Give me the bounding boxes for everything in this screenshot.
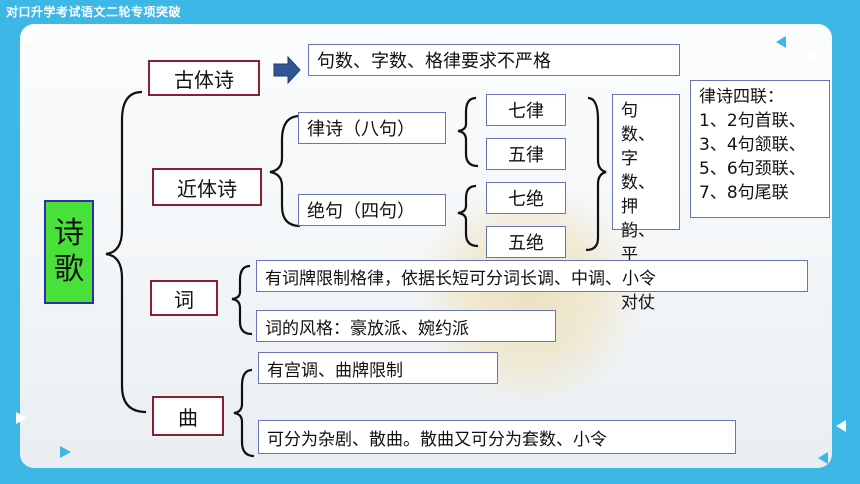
ci-desc1-box: 有词牌限制格律，依据长短可分词长调、中调、小令 [256,260,808,292]
qilv-box: 七律 [486,94,566,126]
ancient-desc-box: 句数、字数、格律要求不严格 [308,44,680,76]
lvshi-box: 律诗（八句） [298,112,446,144]
triangle-decoration-icon [24,30,36,44]
qu-desc1-box: 有宫调、曲牌限制 [258,352,498,384]
wulv-box: 五律 [486,138,566,170]
ancient-poem-box: 古体诗 [148,60,260,96]
jueju-box: 绝句（四句） [298,194,446,226]
triangle-decoration-icon [806,50,816,62]
header-title: 对口升学考试语文二轮专项突破 [6,5,182,19]
triangle-decoration-icon [60,446,71,458]
triangle-decoration-icon [16,412,27,424]
triangle-decoration-icon [776,36,786,48]
ci-box: 词 [150,280,218,316]
triangle-decoration-icon [818,452,828,464]
qu-desc2-box: 可分为杂剧、散曲。散曲又可分为套数、小令 [258,420,736,454]
rules-box: 句数、 字数、 押韵、 平仄、 对仗 [612,94,680,313]
triangle-decoration-icon [836,420,846,432]
qu-box: 曲 [152,396,224,436]
couplets-box: 律诗四联： 1、2句首联、 3、4句颔联、 5、6句颈联、 7、8句尾联 [690,80,830,218]
ci-desc2-box: 词的风格：豪放派、婉约派 [256,310,556,342]
modern-poem-box: 近体诗 [152,168,262,206]
qijue-box: 七绝 [486,182,566,214]
poetry-root-box: 诗 歌 [44,200,94,304]
wujue-box: 五绝 [486,226,566,258]
